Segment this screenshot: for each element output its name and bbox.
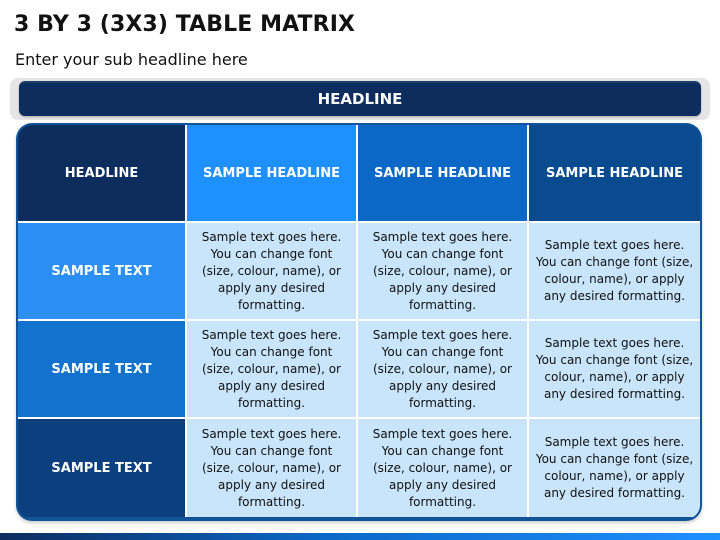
table-cell-r3-c3: Sample text goes here. You can change fo…	[529, 419, 700, 517]
column-header-2: SAMPLE HEADLINE	[358, 125, 529, 223]
corner-headline: HEADLINE	[18, 125, 187, 223]
row-header-3: SAMPLE TEXT	[18, 419, 187, 517]
table-cell-r1-c2: Sample text goes here. You can change fo…	[358, 223, 529, 321]
page-subtitle: Enter your sub headline here	[15, 50, 248, 69]
table-cell-r1-c3: Sample text goes here. You can change fo…	[529, 223, 700, 321]
row-header-2: SAMPLE TEXT	[18, 321, 187, 419]
table-cell-r2-c2: Sample text goes here. You can change fo…	[358, 321, 529, 419]
matrix-table: HEADLINE SAMPLE HEADLINE SAMPLE HEADLINE…	[18, 125, 700, 519]
table-cell-r2-c3: Sample text goes here. You can change fo…	[529, 321, 700, 419]
page-title: 3 BY 3 (3X3) TABLE MATRIX	[14, 12, 356, 37]
column-header-1: SAMPLE HEADLINE	[187, 125, 358, 223]
column-header-3: SAMPLE HEADLINE	[529, 125, 700, 223]
headline-banner: HEADLINE	[19, 81, 701, 116]
table-cell-r2-c1: Sample text goes here. You can change fo…	[187, 321, 358, 419]
row-header-1: SAMPLE TEXT	[18, 223, 187, 321]
footer-accent-bar	[0, 533, 720, 540]
table-cell-r3-c1: Sample text goes here. You can change fo…	[187, 419, 358, 517]
table-cell-r3-c2: Sample text goes here. You can change fo…	[358, 419, 529, 517]
table-cell-r1-c1: Sample text goes here. You can change fo…	[187, 223, 358, 321]
